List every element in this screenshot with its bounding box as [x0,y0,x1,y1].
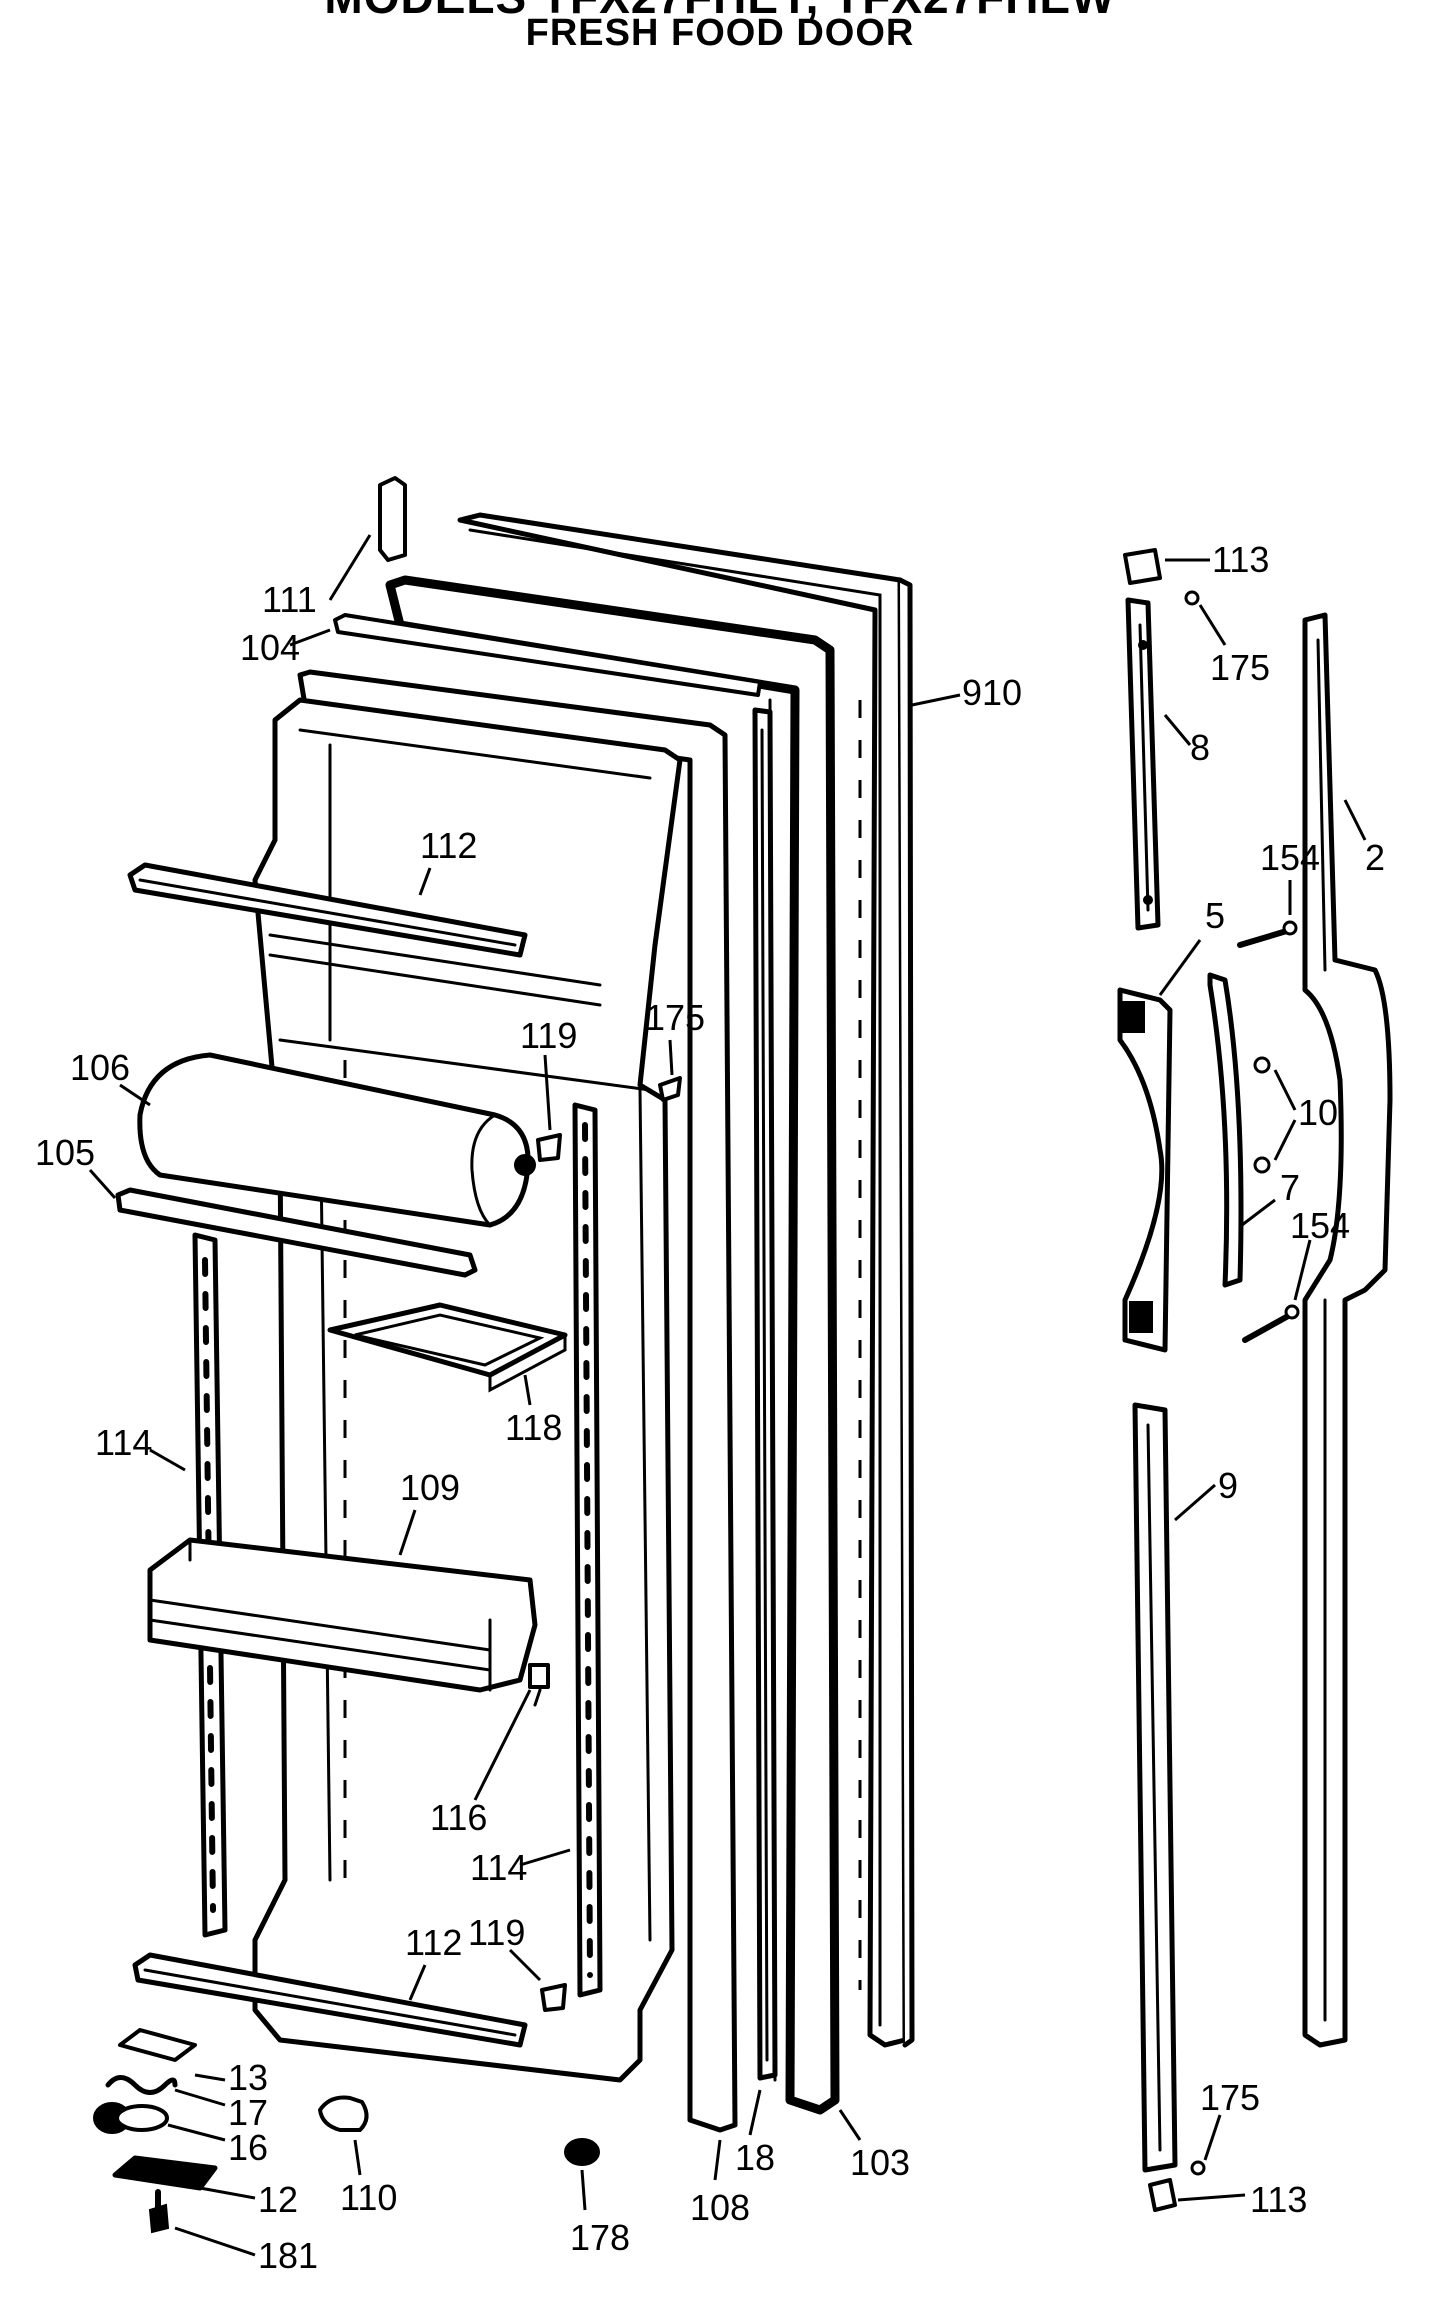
stop-119-upper [536,1133,562,1162]
plug-110 [318,2095,369,2132]
screw-175-door [658,1076,682,1102]
label-17: 17 [228,2092,268,2133]
label-113-bottom: 113 [1250,2179,1307,2220]
screw-175-bottom [1190,2160,1206,2176]
label-113-top: 113 [1212,539,1269,580]
handle-trim-9 [1132,1402,1178,2173]
label-104: 104 [240,627,300,668]
label-112-top: 112 [420,825,477,866]
dairy-knob [514,1154,536,1176]
screw-154-lower [1242,1304,1300,1343]
label-10: 10 [1298,1092,1338,1133]
screw-181 [148,2189,170,2234]
label-119-lower: 119 [468,1912,525,1953]
label-109: 109 [400,1467,460,1508]
label-175-top: 175 [1210,647,1270,688]
label-8: 8 [1190,727,1210,768]
label-154-lower: 154 [1290,1205,1350,1246]
stop-119-lower [540,1983,567,2012]
shelf-rail-114-right [572,1102,603,1998]
screw-154-upper [1237,920,1298,948]
diagram-subtitle: FRESH FOOD DOOR [525,12,915,54]
leader-lines [88,534,1367,2257]
label-114-left: 114 [95,1422,152,1463]
label-106: 106 [70,1047,130,1088]
bin-stop-116 [528,1663,550,1707]
cap-178 [564,2138,600,2166]
label-175-bottom: 175 [1200,2077,1260,2118]
dairy-compartment-106 [137,1052,536,1228]
handle-trim-8 [1125,597,1161,931]
label-13: 13 [228,2057,268,2098]
trim-111 [378,476,407,562]
egg-tray-118 [327,1302,568,1393]
shelf-bar-112-bottom [132,1952,528,2048]
label-114-right: 114 [470,1847,527,1888]
shelf-bar-112-top [127,862,528,958]
label-108: 108 [690,2187,750,2228]
label-112-bottom: 112 [405,1922,462,1963]
label-119-upper: 119 [520,1015,577,1056]
bushing-16 [93,2102,169,2134]
label-9: 9 [1218,1465,1238,1506]
shim-17 [105,2075,178,2095]
breaker-strip-18 [752,707,778,2081]
plug-buttons-10 [1253,1056,1271,1174]
door-handle-5 [1117,987,1173,1353]
label-178: 178 [570,2217,630,2258]
screw-175-top [1184,590,1200,606]
label-154-upper: 154 [1260,837,1320,878]
label-111-top: 111 [262,579,317,620]
handle-cover-7 [1207,972,1244,1288]
label-2: 2 [1365,837,1385,878]
label-181: 181 [258,2235,318,2276]
inner-door-shell [252,697,683,2083]
hinge-bracket-12 [112,2155,218,2191]
label-103: 103 [850,2142,910,2183]
label-12: 12 [258,2179,298,2220]
label-110: 110 [340,2177,397,2218]
label-910: 910 [962,672,1022,713]
hinge-plate-13 [118,2028,197,2062]
label-116: 116 [430,1797,487,1838]
shelf-rail-lower [268,953,602,1007]
part-labels: 111 104 910 112 175 119 106 105 118 114 … [35,539,1385,2276]
door-seal-2 [1302,612,1393,2048]
label-118: 118 [505,1407,562,1448]
door-bin-109 [147,1537,538,1693]
dairy-door-105 [115,1187,478,1278]
label-175-door: 175 [645,997,705,1038]
shelf-rail-upper [268,933,602,987]
label-105: 105 [35,1132,95,1173]
label-16: 16 [228,2127,268,2168]
door-panel-910 [457,512,915,2048]
cap-113-top [1123,548,1162,585]
cap-113-bottom [1148,2178,1177,2212]
diagram-title: MODELS TFX27FHEY, TFX27FHEW [0,0,1440,24]
label-18: 18 [735,2137,775,2178]
label-7: 7 [1280,1167,1300,1208]
trim-104 [333,613,762,697]
label-5: 5 [1205,895,1225,936]
